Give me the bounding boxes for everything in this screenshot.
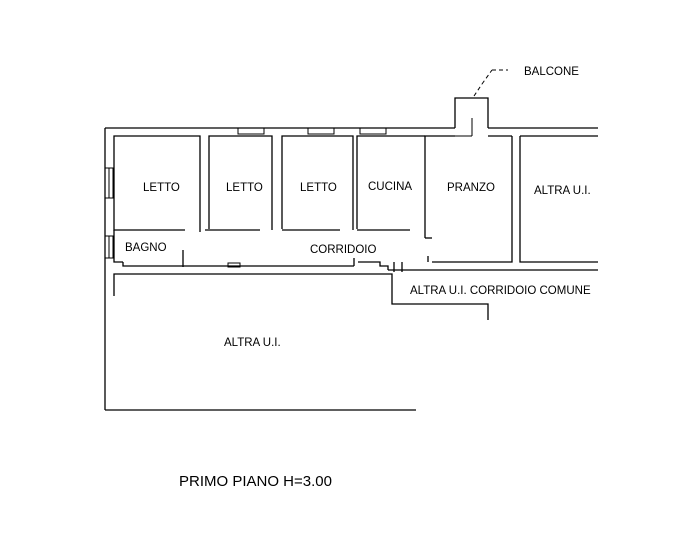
room-label-corridoio: CORRIDOIO bbox=[310, 244, 377, 256]
room-label-letto-2: LETTO bbox=[226, 182, 263, 194]
balcony bbox=[454, 97, 498, 137]
room-bagno-walls bbox=[113, 230, 184, 267]
balcone-label: BALCONE bbox=[524, 66, 579, 78]
room-label-altra-ui-bottom: ALTRA U.I. bbox=[224, 337, 281, 349]
room-label-cucina: CUCINA bbox=[368, 181, 412, 193]
corridor-walls bbox=[122, 258, 598, 272]
left-wall-windows bbox=[104, 167, 114, 259]
balcone-leader bbox=[473, 69, 508, 97]
room-label-corridoio-comune: ALTRA U.I. CORRIDOIO COMUNE bbox=[410, 285, 591, 297]
room-letto-2-walls bbox=[205, 135, 273, 231]
top-wall-windows bbox=[237, 127, 387, 135]
room-label-bagno: BAGNO bbox=[125, 242, 167, 254]
lower-unit-walls bbox=[113, 273, 489, 320]
room-label-pranzo: PRANZO bbox=[447, 182, 495, 194]
room-pranzo-walls bbox=[424, 135, 513, 263]
room-cucina-walls bbox=[356, 135, 425, 231]
room-label-letto-1: LETTO bbox=[143, 182, 180, 194]
plan-title: PRIMO PIANO H=3.00 bbox=[179, 473, 332, 490]
room-label-letto-3: LETTO bbox=[300, 182, 337, 194]
room-letto-3-walls bbox=[281, 135, 354, 231]
room-altra-ui-right-walls bbox=[519, 135, 598, 263]
room-letto-1-walls bbox=[113, 135, 201, 232]
room-label-altra-ui-right: ALTRA U.I. bbox=[534, 185, 591, 197]
